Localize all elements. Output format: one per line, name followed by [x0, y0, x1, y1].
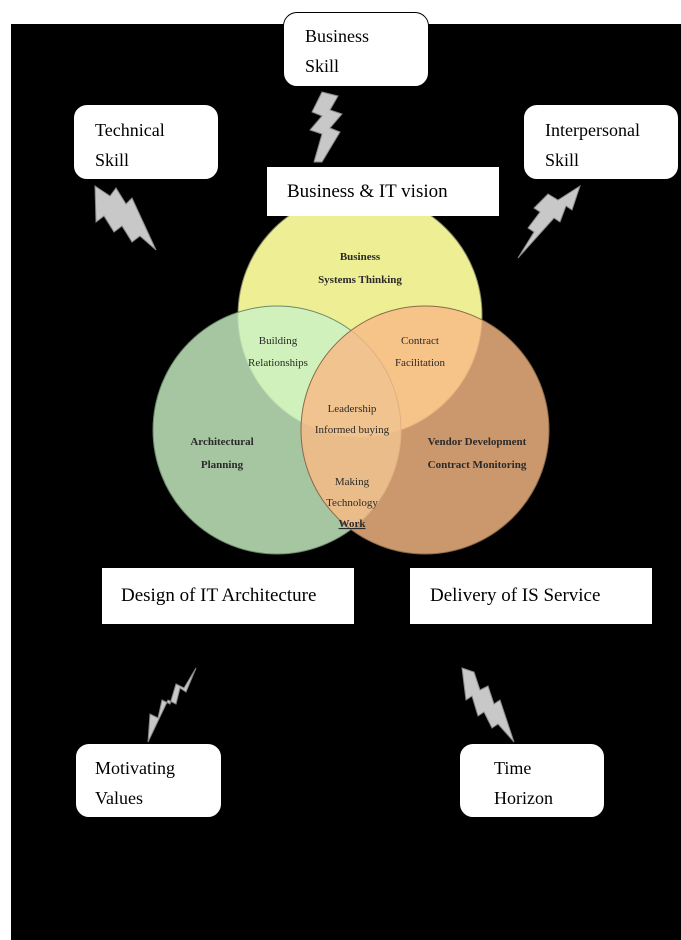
- venn-circle-delivery: [300, 305, 550, 555]
- venn-label-top-left-2: Relationships: [248, 357, 308, 369]
- time-horizon-line-1: Time: [494, 758, 532, 778]
- technical-skill-bubble: Technical Skill: [73, 104, 219, 180]
- design-it-architecture-box: Design of IT Architecture: [102, 568, 354, 624]
- venn-label-center-2: Informed buying: [315, 424, 390, 436]
- technical-skill-line-2: Skill: [95, 150, 130, 170]
- venn-label-right-1: Vendor Development: [428, 436, 527, 448]
- lightning-arrow-technical: [94, 185, 157, 251]
- venn-label-center-1: Leadership: [328, 403, 377, 415]
- time-horizon-line-2: Horizon: [494, 788, 553, 808]
- delivery-is-service-label: Delivery of IS Service: [430, 585, 601, 606]
- business-skill-bubble: Business Skill: [283, 12, 429, 87]
- business-skill-line-1: Business: [305, 26, 370, 46]
- venn-label-top-left-1: Building: [259, 335, 298, 347]
- lightning-arrow-time: [461, 667, 515, 743]
- venn-label-bottom-2: Technology: [326, 497, 378, 509]
- venn-label-top-right-1: Contract: [401, 335, 439, 347]
- business-it-vision-box: Business & IT vision: [267, 167, 499, 216]
- venn-label-bottom-1: Making: [335, 476, 370, 488]
- motivating-values-bubble: Motivating Values: [75, 743, 222, 818]
- motivating-values-line-1: Motivating: [95, 758, 175, 778]
- business-it-vision-label: Business & IT vision: [287, 180, 448, 202]
- business-skill-line-2: Skill: [305, 56, 340, 76]
- interpersonal-skill-line-1: Interpersonal: [545, 120, 640, 140]
- technical-skill-line-1: Technical: [95, 120, 165, 140]
- lightning-arrow-business: [309, 91, 343, 163]
- lightning-arrow-interpersonal: [517, 184, 581, 259]
- lightning-arrow-motivating: [147, 667, 197, 743]
- venn-label-left-2: Planning: [201, 459, 244, 471]
- motivating-values-line-2: Values: [95, 788, 143, 808]
- interpersonal-skill-line-2: Skill: [545, 150, 580, 170]
- venn-label-bottom-3: Work: [339, 518, 367, 530]
- interpersonal-skill-bubble: Interpersonal Skill: [523, 104, 679, 180]
- delivery-is-service-box: Delivery of IS Service: [410, 568, 652, 624]
- venn-label-left-1: Architectural: [190, 436, 253, 448]
- venn-label-top-2: Systems Thinking: [318, 274, 402, 286]
- design-it-architecture-label: Design of IT Architecture: [121, 585, 317, 606]
- time-horizon-bubble: Time Horizon: [459, 743, 605, 818]
- venn-label-top-right-2: Facilitation: [395, 357, 446, 369]
- venn-label-right-2: Contract Monitoring: [428, 459, 527, 471]
- venn-label-top-1: Business: [340, 251, 381, 263]
